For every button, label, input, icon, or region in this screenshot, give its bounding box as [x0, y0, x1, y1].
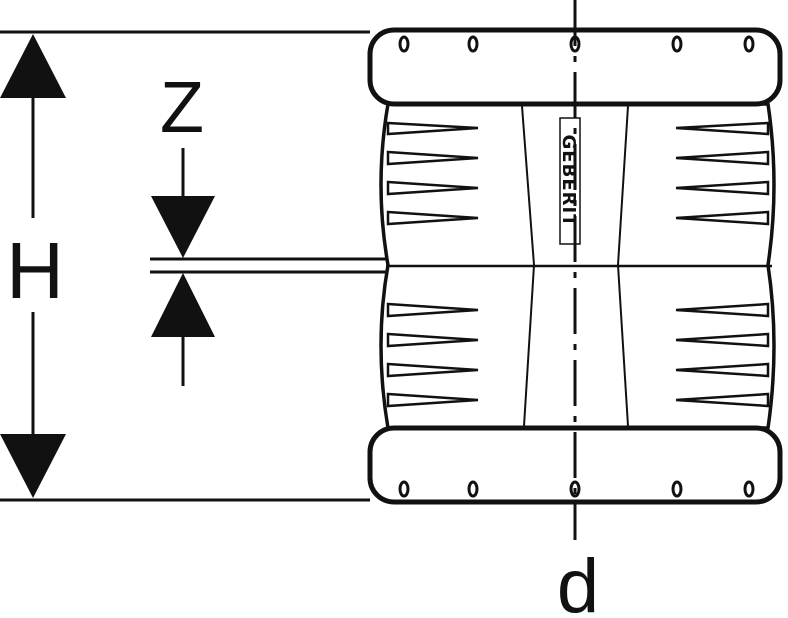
grip-rib	[675, 180, 770, 196]
arrowhead-z-down	[151, 196, 215, 258]
dimension-z	[150, 148, 386, 386]
ridge	[743, 35, 755, 53]
label-z: Z	[160, 68, 204, 148]
ridge	[467, 480, 479, 498]
arrowhead-z-up	[151, 273, 215, 337]
grip-ribs-left	[386, 121, 479, 408]
grip-rib	[675, 362, 770, 378]
grip-rib	[675, 150, 770, 166]
ridge	[398, 480, 410, 498]
brand-logo: GEBERIT	[558, 117, 581, 245]
grip-rib	[386, 362, 479, 378]
grip-rib	[386, 121, 479, 136]
label-h: H	[6, 226, 64, 315]
top-ring-ridges	[398, 35, 755, 53]
label-d: d	[557, 544, 599, 618]
grip-rib	[386, 210, 479, 226]
grip-rib	[675, 302, 770, 318]
grip-rib	[675, 210, 770, 226]
grip-ribs-right	[675, 121, 770, 408]
arrowhead-h-bottom	[0, 434, 66, 498]
ridge	[743, 480, 755, 498]
grip-rib	[675, 392, 770, 408]
ridge	[398, 35, 410, 53]
ridge	[671, 35, 683, 53]
grip-rib	[675, 121, 770, 136]
grip-rib	[675, 332, 770, 348]
dimension-h	[0, 30, 370, 502]
ridge	[467, 35, 479, 53]
brand-logo-frame	[559, 117, 581, 245]
grip-rib	[386, 332, 479, 348]
grip-rib	[386, 302, 479, 318]
ridge	[671, 480, 683, 498]
arrowhead-h-top	[0, 34, 66, 98]
grip-rib	[386, 392, 479, 408]
grip-rib	[386, 150, 479, 166]
grip-rib	[386, 180, 479, 196]
